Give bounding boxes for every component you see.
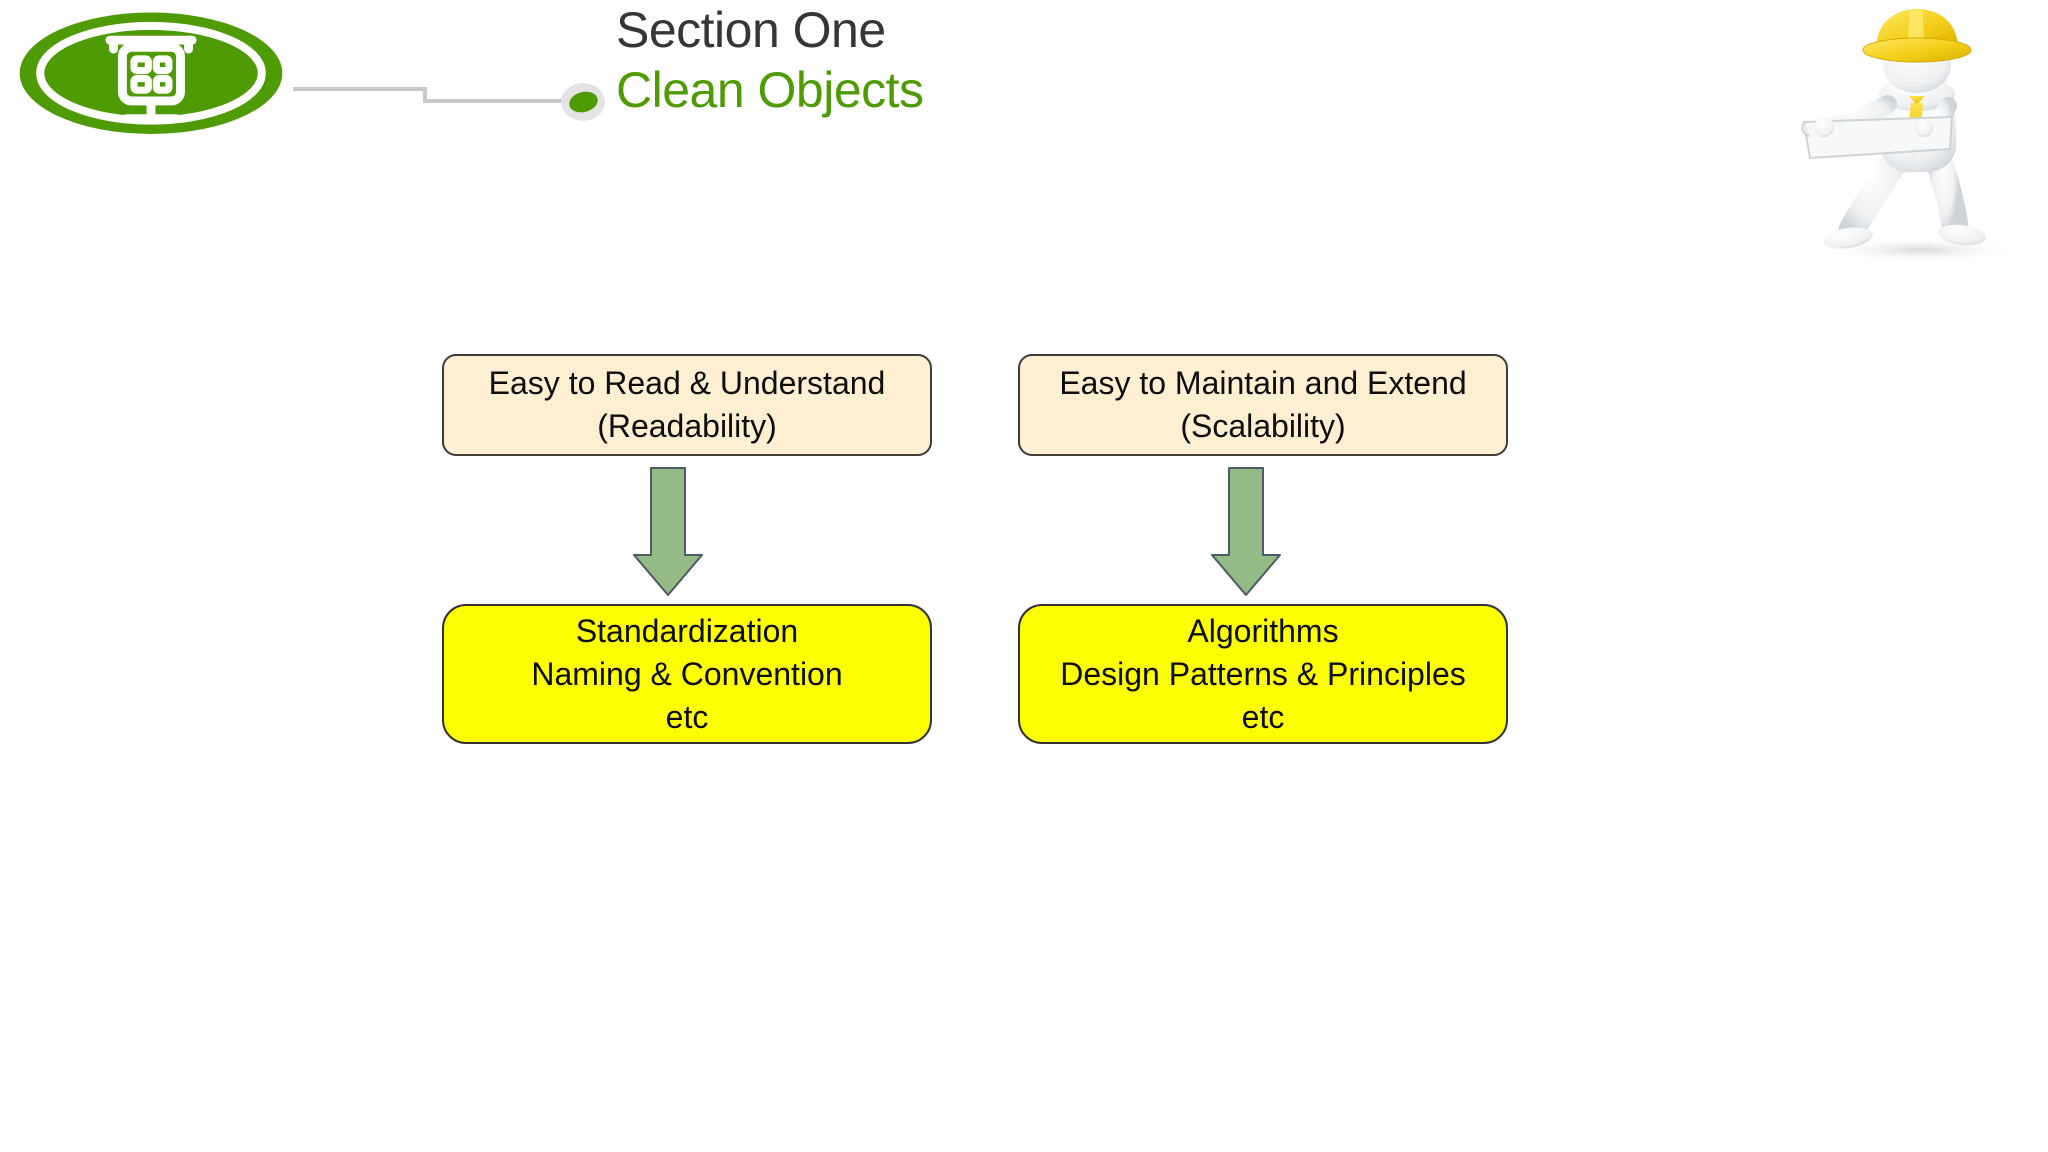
down-arrow-icon xyxy=(633,467,703,596)
box-line: etc xyxy=(665,698,709,735)
scalability-box: Easy to Maintain and Extend (Scalability… xyxy=(1018,354,1508,456)
presentation-board-icon xyxy=(19,12,283,134)
connector-line xyxy=(423,99,565,103)
algorithms-box: Algorithms Design Patterns & Principles … xyxy=(1018,604,1508,744)
readability-box: Easy to Read & Understand (Readability) xyxy=(442,354,932,456)
green-dot-bullet xyxy=(561,83,605,121)
box-line: etc xyxy=(1241,698,1285,735)
box-line: Naming & Convention xyxy=(531,655,843,692)
topic-title: Clean Objects xyxy=(616,62,924,118)
down-arrow-icon xyxy=(1211,467,1281,596)
box-line: Design Patterns & Principles xyxy=(1060,655,1466,692)
connector-line xyxy=(423,87,427,103)
box-line: Algorithms xyxy=(1187,612,1339,649)
box-line: Easy to Maintain and Extend xyxy=(1059,365,1467,401)
box-line: Standardization xyxy=(575,612,799,649)
box-line: (Readability) xyxy=(597,408,777,444)
box-line: Easy to Read & Understand xyxy=(488,365,886,401)
green-dot xyxy=(566,88,600,116)
section-title: Section One xyxy=(616,2,886,58)
engineer-mascot xyxy=(1801,9,2020,263)
standardization-box: Standardization Naming & Convention etc xyxy=(442,604,932,744)
connector-line xyxy=(293,87,427,91)
box-line: (Scalability) xyxy=(1180,408,1346,444)
